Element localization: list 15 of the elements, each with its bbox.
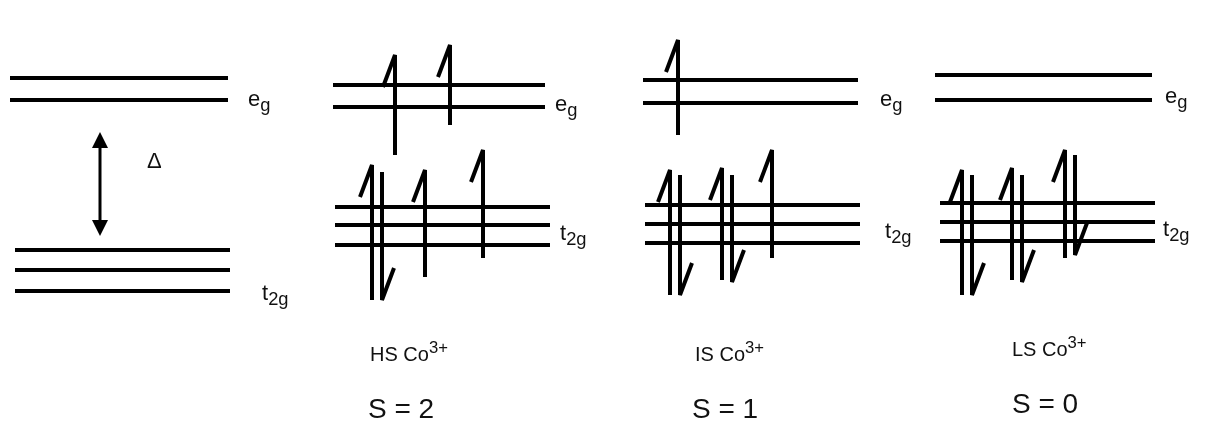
spin-state-label: LS Co$^{3+}$ — [1012, 335, 1087, 359]
spin-value-label: S = 1 — [692, 395, 759, 423]
spin-state-label: IS Co$^{3+}$ — [695, 340, 765, 364]
level-label: t$_{2g}$ — [1163, 218, 1190, 245]
level-label: e$_{g}$ — [880, 88, 903, 115]
level-label: e$_{g}$ — [248, 88, 271, 115]
level-label: t$_{2g}$ — [885, 220, 912, 247]
delta-symbol: Δ — [147, 150, 162, 172]
spin-value-label: S = 0 — [1012, 390, 1079, 418]
level-label: e$_{g}$ — [555, 93, 578, 120]
level-label: e$_{g}$ — [1165, 85, 1188, 112]
level-label: t$_{2g}$ — [262, 282, 289, 309]
level-label: t$_{2g}$ — [560, 222, 587, 249]
spin-value-label: S = 2 — [368, 395, 435, 423]
spin-state-label: HS Co$^{3+}$ — [370, 340, 448, 364]
